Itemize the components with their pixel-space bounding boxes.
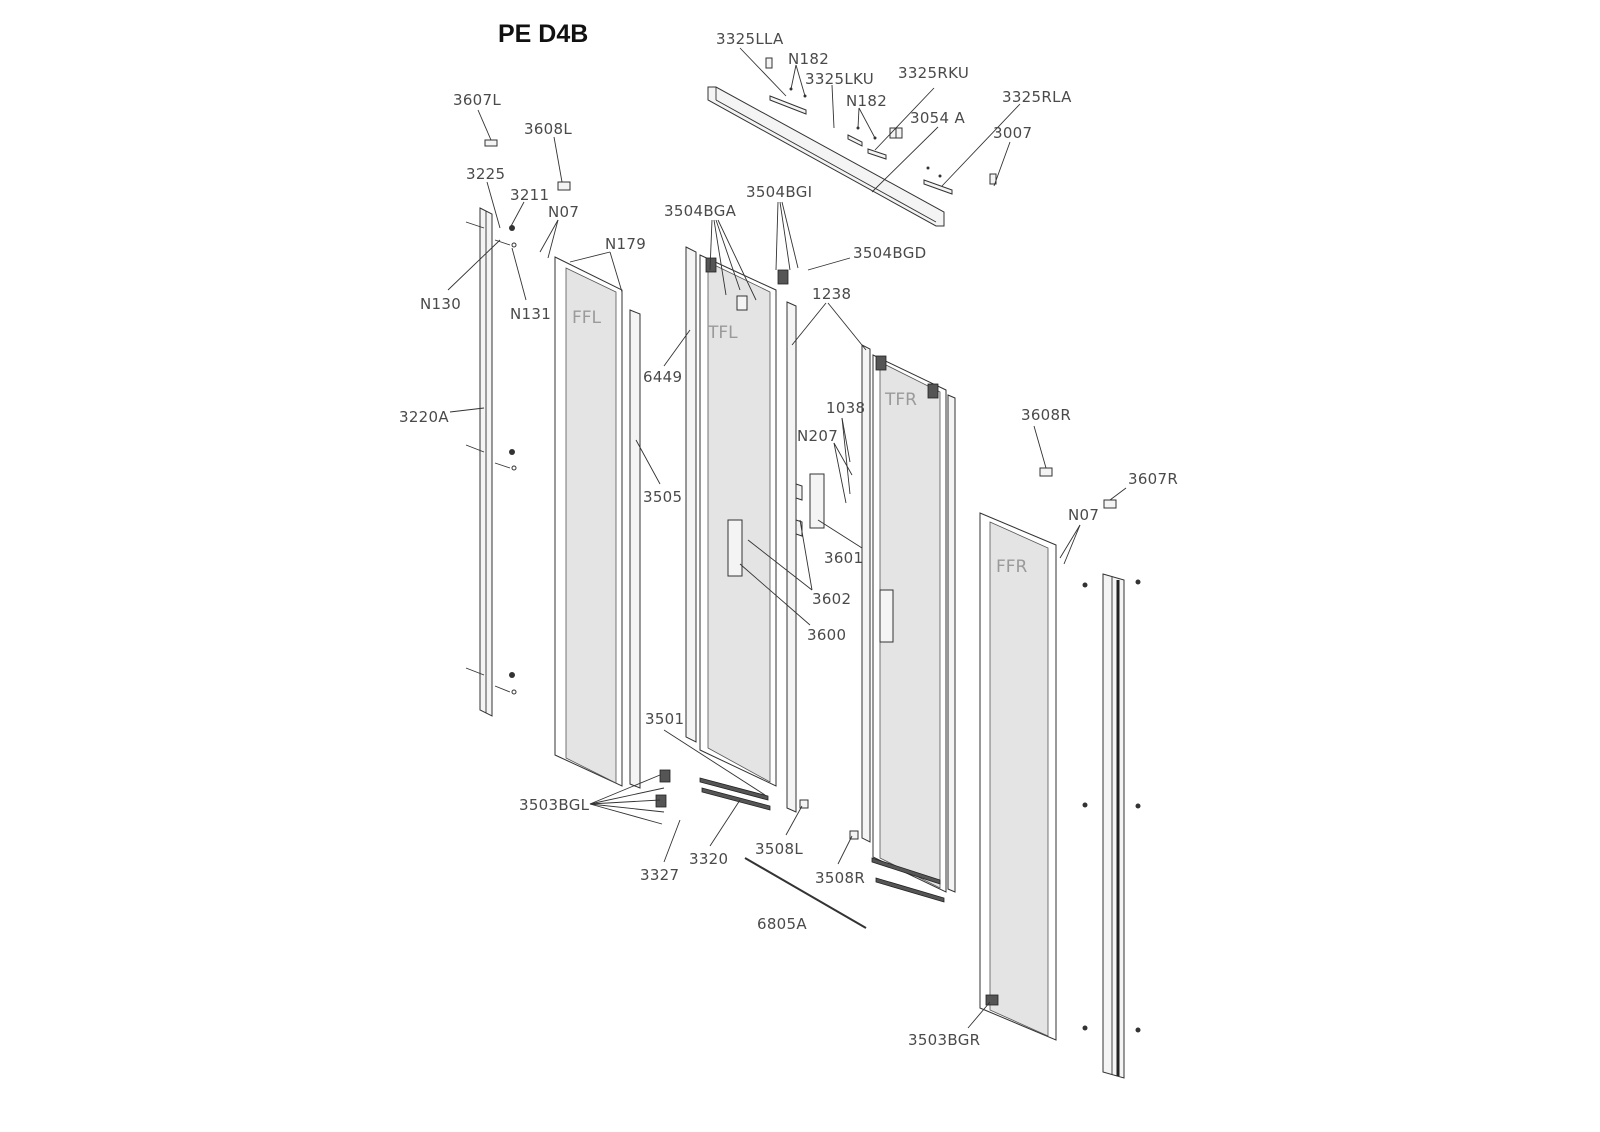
leader-lines	[447, 47, 1127, 1029]
part-label: 3601	[824, 549, 863, 567]
fixed-panel-left: FFL	[554, 256, 623, 787]
strip-right	[947, 394, 956, 893]
part-label: N182	[788, 50, 829, 68]
top-rail	[707, 57, 997, 227]
part-label: 3503BGR	[908, 1031, 980, 1049]
part-label: 3225	[466, 165, 505, 183]
part-labels: 3325LLA N182 3325LKU N182 3325RKU 3054 A…	[399, 30, 1178, 1049]
bottom-guide-left-2	[655, 794, 667, 808]
sliding-door-left: TFL	[699, 254, 789, 787]
part-label: 3325LLA	[716, 30, 784, 48]
stopper-3508R	[849, 830, 859, 840]
part-label: 3504BGD	[853, 244, 926, 262]
part-label: 3325RLA	[1002, 88, 1072, 106]
bottom-guide-left	[659, 769, 671, 783]
stopper-3508L	[799, 799, 809, 809]
part-label: 3608R	[1021, 406, 1071, 424]
part-label: 1038	[826, 399, 865, 417]
guide-3320	[699, 777, 769, 801]
strip-3505	[629, 309, 641, 789]
part-label: 3602	[812, 590, 851, 608]
part-label: 3501	[645, 710, 684, 728]
panel-label-tfr: TFR	[884, 390, 917, 410]
sliding-door-right: TFR	[795, 354, 947, 893]
part-label: 3007	[993, 124, 1032, 142]
part-label: N179	[605, 235, 646, 253]
part-label: 3503BGL	[519, 796, 590, 814]
part-label: 3054 A	[910, 109, 965, 127]
part-label: 3600	[807, 626, 846, 644]
part-label: 3608L	[524, 120, 572, 138]
guide-3320r	[871, 857, 941, 885]
part-label: N207	[797, 427, 838, 445]
part-label: 3504BGI	[746, 183, 812, 201]
part-label: N182	[846, 92, 887, 110]
part-label: N07	[548, 203, 579, 221]
part-label: 1238	[812, 285, 851, 303]
left-wall-profile	[465, 139, 571, 717]
part-label: N07	[1068, 506, 1099, 524]
strip-1238a	[786, 301, 797, 813]
part-label: 3220A	[399, 408, 449, 426]
part-label: 3505	[643, 488, 682, 506]
part-label: 3504BGA	[664, 202, 737, 220]
diagram-title: PE D4B	[498, 20, 588, 48]
part-label: 3508L	[755, 840, 803, 858]
panel-label-tfl: TFL	[707, 323, 738, 343]
guide-3320b	[701, 787, 771, 811]
part-label: 6805A	[757, 915, 807, 933]
part-label: 3325RKU	[898, 64, 969, 82]
part-label: 6449	[643, 368, 682, 386]
guide-3320r2	[875, 877, 945, 903]
part-label: N130	[420, 295, 461, 313]
part-label: 3508R	[815, 869, 865, 887]
part-label: N131	[510, 305, 551, 323]
part-label: 3607L	[453, 91, 501, 109]
panel-label-ffl: FFL	[572, 308, 602, 328]
strip-1238b	[861, 344, 871, 843]
seal-6805A	[744, 857, 867, 929]
strip-6449	[685, 246, 697, 743]
part-label: 3320	[689, 850, 728, 868]
part-label: 3607R	[1128, 470, 1178, 488]
part-label: 3325LKU	[805, 70, 874, 88]
right-wall-profile	[1082, 573, 1141, 1079]
panel-label-ffr: FFR	[996, 557, 1028, 577]
part-label: 3327	[640, 866, 679, 884]
fixed-panel-right: FFR	[979, 467, 1117, 1041]
part-label: 3211	[510, 186, 549, 204]
